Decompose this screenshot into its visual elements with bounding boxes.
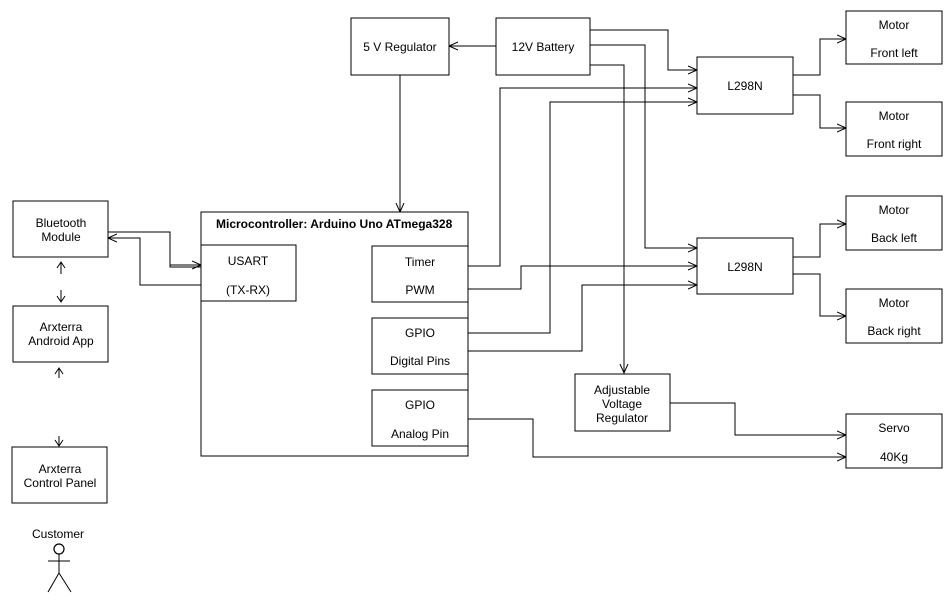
wire-gpio-digital-to-driver-front [468, 102, 697, 334]
regulator-5v-label: 5 V Regulator [363, 40, 436, 54]
wire-usart-to-bluetooth [108, 238, 201, 286]
wire-pwm-to-driver-back [468, 266, 697, 290]
adj-regulator-line2: Voltage [602, 397, 642, 411]
control-panel-line1: Arxterra [39, 462, 82, 476]
battery-12v: 12V Battery [495, 17, 591, 76]
bluetooth-module: Bluetooth Module [12, 200, 109, 258]
wire-bluetooth-stub [108, 231, 171, 237]
adj-regulator-line1: Adjustable [594, 383, 650, 397]
motor-back-right-sub: Back right [867, 324, 921, 338]
control-panel-line2: Control Panel [24, 476, 97, 490]
motor-back-left: Motor Back left [845, 195, 943, 251]
regulator-5v: 5 V Regulator [350, 17, 450, 76]
customer-label: Customer [32, 527, 84, 541]
bluetooth-line2: Module [41, 230, 81, 244]
usart-line1: USART [228, 254, 269, 268]
motor-back-left-sub: Back left [871, 231, 918, 245]
motor-back-left-title: Motor [879, 203, 910, 217]
wireless-link-app-control-panel [54, 367, 64, 447]
driver-front-label: L298N [727, 79, 762, 93]
gpio-digital-line2: Digital Pins [390, 354, 450, 368]
wire-driver-back-to-motor-back-right [793, 273, 846, 316]
wire-timer-to-driver-front [468, 88, 697, 267]
motor-front-left-title: Motor [879, 18, 910, 32]
motor-back-right: Motor Back right [845, 288, 943, 344]
servo-line1: Servo [878, 421, 910, 435]
gpio-analog-line2: Analog Pin [391, 427, 449, 441]
motor-front-right-title: Motor [879, 109, 910, 123]
motor-front-left-sub: Front left [870, 46, 918, 60]
wireless-link-bluetooth-app [56, 261, 66, 303]
timer-line2: PWM [405, 283, 434, 297]
microcontroller: Microcontroller: Arduino Uno ATmega328 U… [200, 211, 469, 457]
motor-front-right-sub: Front right [867, 137, 922, 151]
wire-gpio-digital-to-driver-back [468, 285, 697, 352]
microcontroller-title: Microcontroller: Arduino Uno ATmega328 [216, 217, 453, 231]
timer-block: Timer PWM [371, 245, 469, 303]
gpio-analog-line1: GPIO [405, 398, 435, 412]
driver-back-label: L298N [727, 260, 762, 274]
wire-gpio-analog-to-servo [468, 418, 846, 457]
android-app: Arxterra Android App [12, 305, 109, 363]
motor-back-right-title: Motor [879, 296, 910, 310]
connectors [54, 29, 846, 457]
gpio-analog-block: GPIO Analog Pin [371, 389, 469, 447]
adjustable-regulator: Adjustable Voltage Regulator [574, 373, 671, 432]
wire-battery-to-adjustable-regulator [590, 64, 624, 373]
motor-front-right: Motor Front right [845, 101, 943, 157]
driver-back: L298N [696, 237, 794, 295]
gpio-digital-block: GPIO Digital Pins [371, 317, 469, 375]
adj-regulator-line3: Regulator [596, 411, 648, 425]
wire-driver-front-to-motor-front-right [793, 94, 846, 128]
driver-front: L298N [696, 56, 794, 115]
battery-label: 12V Battery [512, 40, 575, 54]
android-app-line2: Android App [28, 334, 94, 348]
wire-battery-to-driver-back [590, 44, 697, 248]
gpio-digital-line1: GPIO [405, 326, 435, 340]
usart-line2: (TX-RX) [226, 283, 270, 297]
motor-front-left: Motor Front left [845, 10, 943, 65]
wire-bluetooth-to-usart [169, 237, 201, 265]
timer-line1: Timer [405, 255, 435, 269]
bluetooth-line1: Bluetooth [36, 216, 87, 230]
android-app-line1: Arxterra [40, 320, 83, 334]
customer-actor: Customer [32, 527, 84, 593]
control-panel: Arxterra Control Panel [11, 446, 108, 504]
wire-battery-to-driver-front [590, 29, 697, 70]
servo-line2: 40Kg [880, 450, 908, 464]
servo: Servo 40Kg [845, 413, 943, 469]
wire-driver-front-to-motor-front-left [793, 39, 846, 76]
usart-block: USART (TX-RX) [200, 244, 297, 302]
person-icon [47, 543, 72, 593]
wire-driver-back-to-motor-back-left [793, 224, 846, 258]
wire-adjustable-regulator-to-servo [670, 402, 846, 435]
